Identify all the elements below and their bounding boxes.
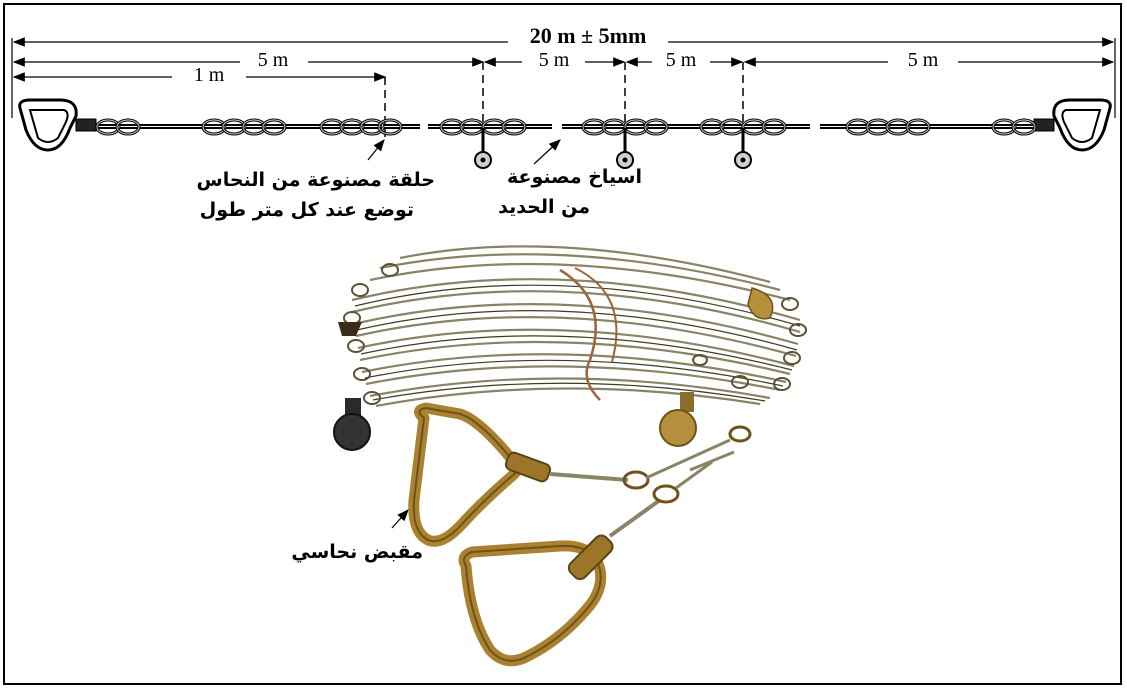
iron-pins-label-line2: من الحديد xyxy=(498,192,590,222)
coiled-chain-photo xyxy=(334,246,806,450)
left-handle-icon xyxy=(20,100,96,150)
right-handle-icon xyxy=(1034,100,1110,150)
total-length-label: 20 m ± 5mm xyxy=(530,23,647,48)
brass-ring-label-line1: حلقة مصنوعة من النحاس xyxy=(197,165,435,195)
seg-5m-label-1: 5 m xyxy=(258,49,289,71)
dimension-5m-third: 5 m xyxy=(627,49,742,71)
seg-5m-label-2: 5 m xyxy=(539,49,570,71)
seg-5m-label-4: 5 m xyxy=(908,49,939,71)
dimension-1m: 1 m xyxy=(14,64,385,86)
dimension-5m-second: 5 m xyxy=(485,49,624,71)
dimension-5m-last: 5 m xyxy=(745,49,1113,71)
iron-pins-label-line1: اسياخ مصنوعة xyxy=(507,162,642,192)
dimension-5m-first: 5 m xyxy=(14,49,483,71)
chain xyxy=(20,100,1111,168)
brass-ring-label-line2: توضع عند كل متر طول xyxy=(200,195,414,225)
seg-5m-label-3: 5 m xyxy=(666,49,697,71)
seg-1m-label: 1 m xyxy=(194,64,225,86)
brass-handle-icon xyxy=(414,408,750,661)
brass-handle-label: مقبض نحاسي xyxy=(291,537,423,567)
